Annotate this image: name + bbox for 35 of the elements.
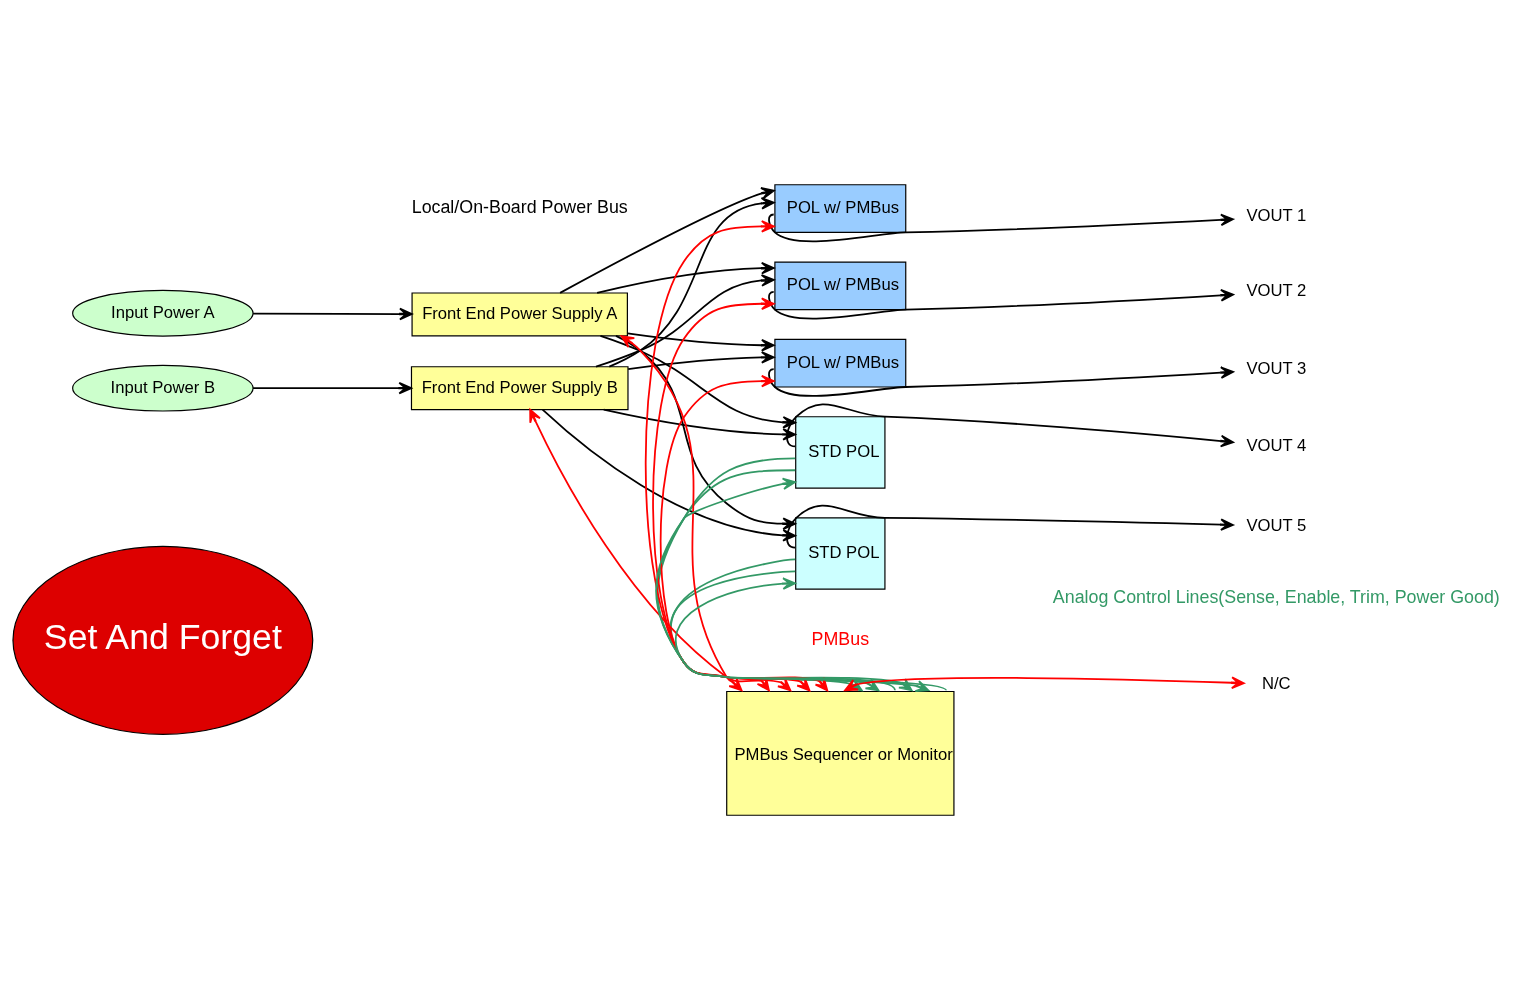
- node-text: N/C: [1261, 673, 1291, 693]
- arrow: [626, 332, 775, 352]
- label: Local/On-Board Power Bus: [411, 196, 628, 217]
- arrow: [599, 334, 796, 429]
- arrow: [786, 504, 1234, 549]
- arrow: [768, 213, 1234, 243]
- arrow: [768, 289, 1234, 320]
- arrow: [559, 187, 775, 294]
- node-box: POL w/ PMBus: [774, 338, 907, 388]
- arrow: [252, 381, 413, 395]
- arrow: [768, 366, 1234, 397]
- arrow: [620, 335, 743, 692]
- arrow: [252, 307, 413, 321]
- node-box: PMBus Sequencer or Monitor: [726, 690, 955, 816]
- arrow: [596, 261, 775, 294]
- node-text: VOUT 4: [1246, 435, 1307, 455]
- node-box: Front End Power Supply A: [411, 292, 628, 337]
- node-box: STD POL: [795, 517, 886, 590]
- arrow: [627, 351, 775, 371]
- node-ellipse: Input Power A: [72, 289, 254, 337]
- node-ellipse: Set And Forget: [12, 545, 314, 735]
- node-text: VOUT 1: [1246, 206, 1307, 226]
- node-text: VOUT 3: [1246, 358, 1307, 378]
- arrow: [608, 197, 775, 368]
- node-ellipse: Input Power B: [72, 364, 254, 412]
- node-text: VOUT 5: [1246, 515, 1307, 535]
- arrow: [786, 403, 1234, 448]
- node-box: STD POL: [795, 416, 886, 489]
- label: Analog Control Lines(Sense, Enable, Trim, Power Good): [1052, 586, 1500, 607]
- node-text: VOUT 2: [1246, 281, 1307, 301]
- label: PMBus: [811, 628, 870, 649]
- node-box: Front End Power Supply B: [410, 366, 629, 411]
- node-box: POL w/ PMBus: [774, 184, 907, 233]
- node-box: POL w/ PMBus: [774, 261, 907, 311]
- arrow: [595, 274, 775, 368]
